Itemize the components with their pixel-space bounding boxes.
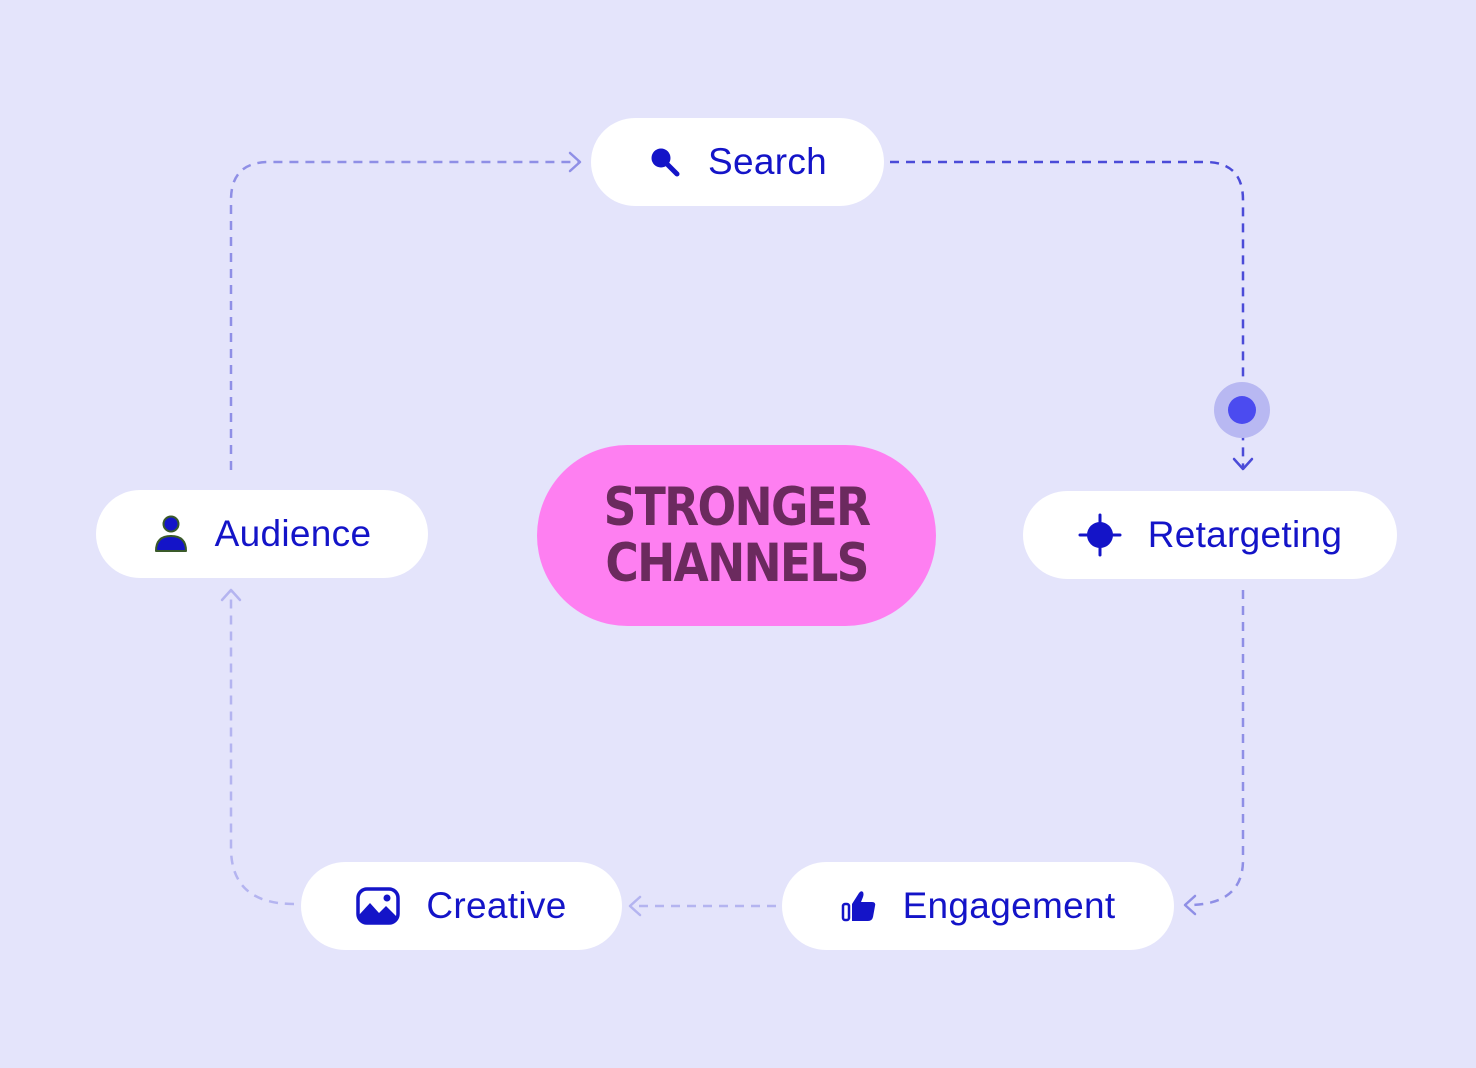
center-line-1: STRONGER bbox=[603, 476, 872, 538]
thumbs-up-icon bbox=[841, 889, 877, 923]
crosshair-icon bbox=[1078, 513, 1122, 557]
node-retargeting[interactable]: Retargeting bbox=[1023, 491, 1397, 579]
arrowhead bbox=[628, 895, 642, 917]
node-creative-label: Creative bbox=[426, 885, 567, 926]
center-line-2: CHANNELS bbox=[605, 532, 869, 594]
node-audience[interactable]: Audience bbox=[96, 490, 428, 578]
node-search[interactable]: Search bbox=[591, 118, 884, 206]
center-label: STRONGER CHANNELS bbox=[537, 445, 936, 626]
progress-dot bbox=[1228, 396, 1256, 424]
node-retargeting-label: Retargeting bbox=[1147, 514, 1343, 555]
connector-engagement-to-creative bbox=[628, 895, 776, 917]
arrowhead bbox=[1183, 894, 1197, 916]
node-audience-label: Audience bbox=[214, 513, 372, 554]
user-icon bbox=[153, 514, 189, 554]
arrowhead bbox=[1232, 457, 1254, 471]
node-engagement[interactable]: Engagement bbox=[782, 862, 1174, 950]
arrowhead bbox=[220, 588, 242, 602]
node-search-label: Search bbox=[707, 141, 828, 182]
node-engagement-label: Engagement bbox=[902, 885, 1116, 926]
image-icon bbox=[356, 887, 401, 925]
node-creative[interactable]: Creative bbox=[301, 862, 622, 950]
connector-retargeting-to-engagement bbox=[1183, 590, 1245, 916]
search-icon bbox=[648, 145, 682, 179]
connector-audience-to-search bbox=[229, 151, 582, 470]
connector-creative-to-audience bbox=[220, 588, 295, 906]
arrowhead bbox=[568, 151, 582, 173]
connector-search-to-retargeting bbox=[890, 160, 1270, 471]
